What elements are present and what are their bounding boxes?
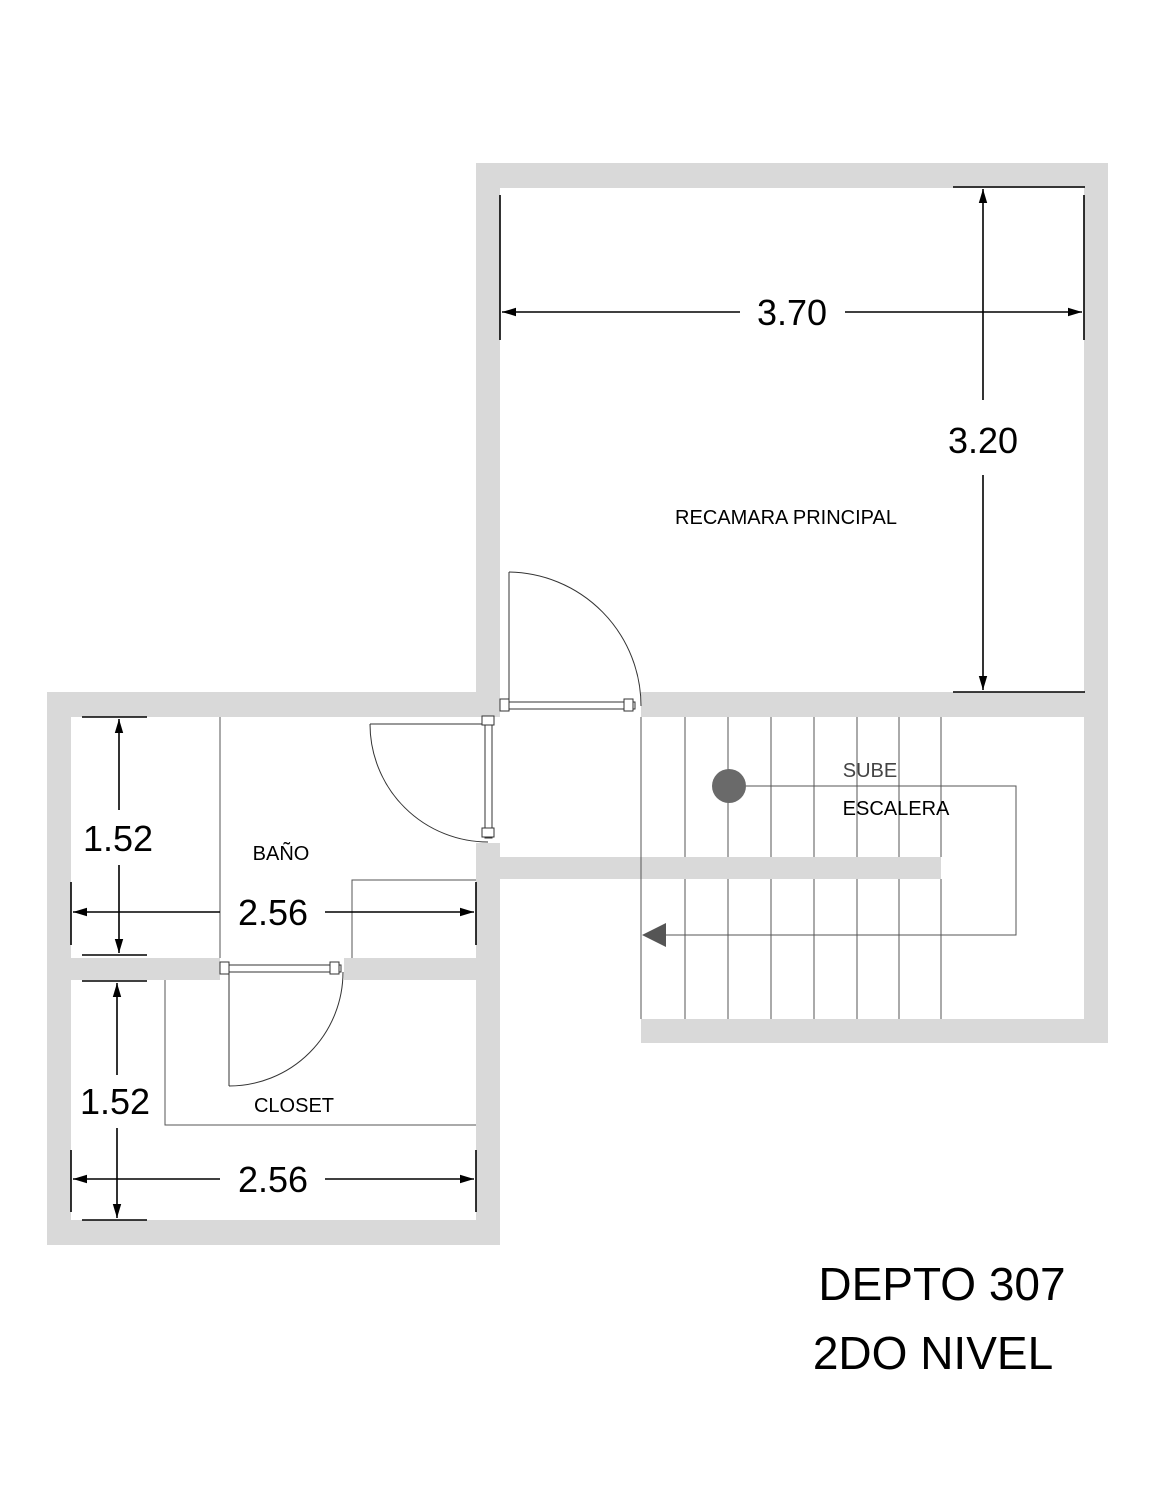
dim-closet-height: 1.52: [80, 1081, 150, 1122]
walls: [47, 163, 1108, 1245]
wall-bano-closet-right: [344, 958, 476, 980]
wall-recamara-top: [476, 163, 1108, 188]
wall-stairs-bottom: [641, 1019, 1108, 1043]
stair-direction-arrow: [642, 923, 666, 947]
stair-start-dot: [712, 769, 746, 803]
wall-recamara-left: [476, 163, 500, 713]
thin-lines: [164, 717, 642, 1126]
dim-bano-width: 2.56: [238, 892, 308, 933]
title-line-1: DEPTO 307: [818, 1258, 1065, 1310]
room-label-closet: CLOSET: [254, 1095, 334, 1117]
wall-hall-landing: [476, 857, 941, 879]
wall-right-lower: [476, 843, 500, 1245]
door-recamara: [499, 571, 642, 712]
wall-stairs-right: [1084, 717, 1108, 1043]
wall-bano-top: [47, 692, 500, 717]
wall-recamara-bottom: [641, 692, 1108, 717]
stairs-label-escalera: ESCALERA: [843, 798, 950, 820]
dimension-lines: [70, 186, 1085, 1221]
dim-closet-width: 2.56: [238, 1159, 308, 1200]
title-line-2: 2DO NIVEL: [813, 1327, 1053, 1379]
dim-recamara-depth: 3.20: [948, 420, 1018, 461]
wall-recamara-right: [1084, 163, 1108, 718]
staircase: [642, 717, 1017, 1019]
wall-bano-closet-left: [62, 958, 220, 980]
room-label-bano: BAÑO: [253, 841, 310, 865]
door-bano: [369, 715, 495, 843]
dim-bano-height: 1.52: [83, 818, 153, 859]
closet-shelf: [164, 980, 476, 1126]
wall-bottom-outer: [47, 1220, 500, 1245]
stairs-label-sube: SUBE: [843, 760, 897, 782]
door-closet: [219, 961, 344, 1087]
bano-fixture: [351, 879, 476, 958]
room-label-recamara: RECAMARA PRINCIPAL: [675, 507, 897, 529]
doors: [219, 571, 642, 1087]
stair-direction-line: [660, 785, 1017, 936]
dim-recamara-width: 3.70: [757, 292, 827, 333]
